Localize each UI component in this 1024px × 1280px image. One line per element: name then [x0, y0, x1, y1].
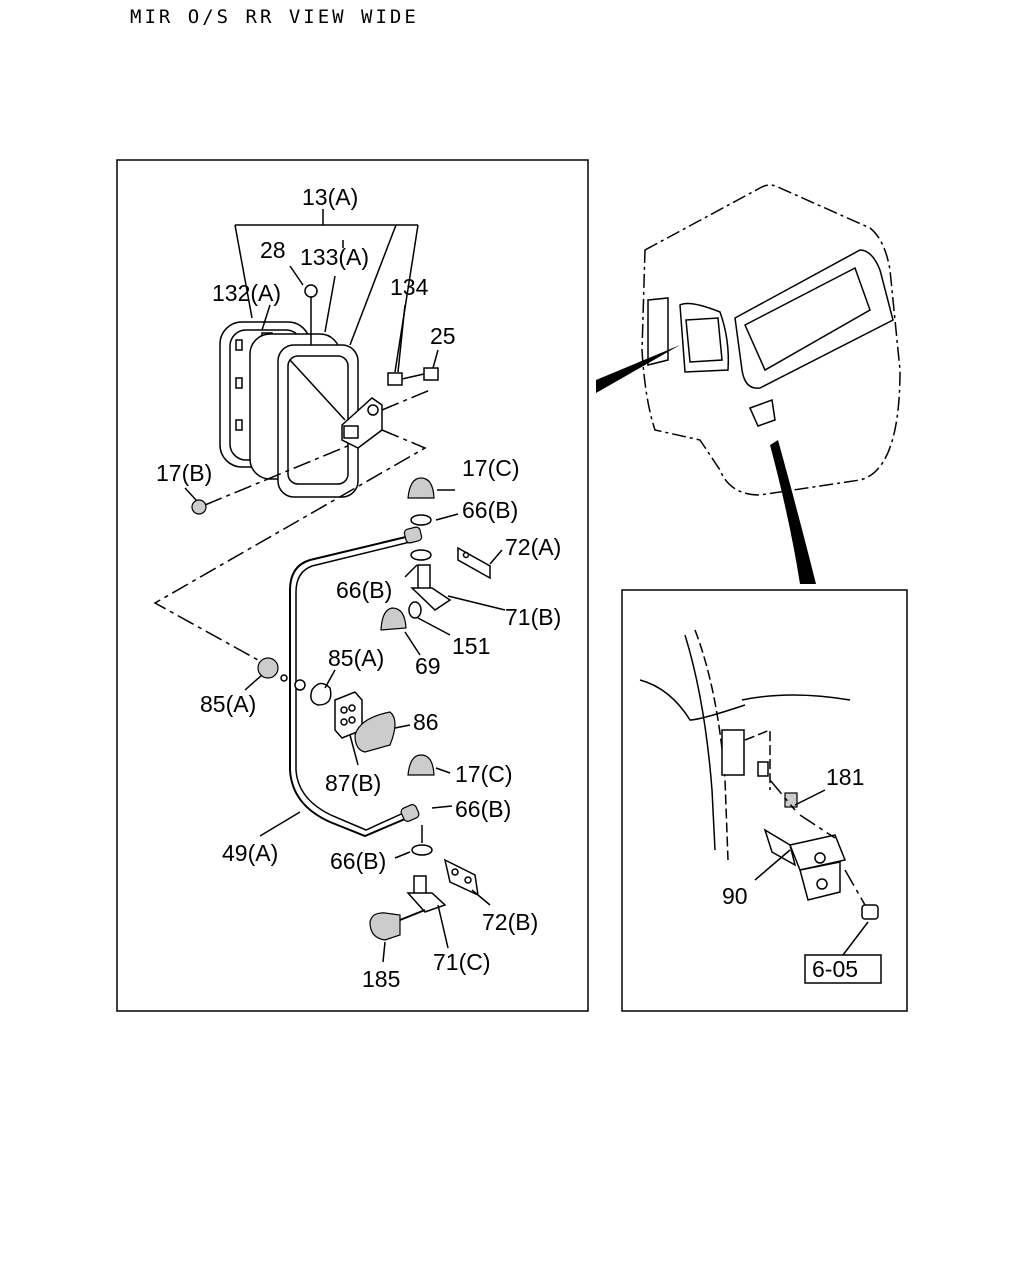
label-17c-top: 17(C) — [462, 455, 520, 481]
reference-6-05[interactable]: 6-05 — [812, 956, 858, 982]
label-85a-2: 85(A) — [200, 691, 256, 717]
truck-cab-illustration — [641, 184, 901, 496]
main-panel-frame — [116, 159, 589, 1012]
label-85a-1: 85(A) — [328, 645, 384, 671]
label-69: 69 — [415, 653, 441, 679]
label-66b-4: 66(B) — [330, 848, 386, 874]
label-133a: 133(A) — [300, 244, 369, 270]
label-90: 90 — [722, 883, 748, 909]
label-87b: 87(B) — [325, 770, 381, 796]
label-49a: 49(A) — [222, 840, 278, 866]
label-72a: 72(A) — [505, 534, 561, 560]
detail-illustration — [639, 629, 882, 984]
label-13a: 13(A) — [302, 184, 358, 210]
label-66b-2: 66(B) — [336, 577, 392, 603]
label-28: 28 — [260, 237, 286, 263]
label-132a: 132(A) — [212, 280, 281, 306]
label-17b: 17(B) — [156, 460, 212, 486]
label-151: 151 — [452, 633, 490, 659]
label-185: 185 — [362, 966, 400, 992]
detail-panel-frame — [621, 589, 908, 1012]
label-66b-1: 66(B) — [462, 497, 518, 523]
label-17c-bottom: 17(C) — [455, 761, 513, 787]
mirror-assembly — [191, 284, 439, 515]
label-72b: 72(B) — [482, 909, 538, 935]
page-title: MIR O/S RR VIEW WIDE — [130, 6, 419, 28]
label-25: 25 — [430, 323, 456, 349]
label-66b-3: 66(B) — [455, 796, 511, 822]
label-71b: 71(B) — [505, 604, 561, 630]
label-71c: 71(C) — [433, 949, 491, 975]
label-86: 86 — [413, 709, 439, 735]
label-181: 181 — [826, 764, 864, 790]
label-134: 134 — [390, 274, 429, 300]
